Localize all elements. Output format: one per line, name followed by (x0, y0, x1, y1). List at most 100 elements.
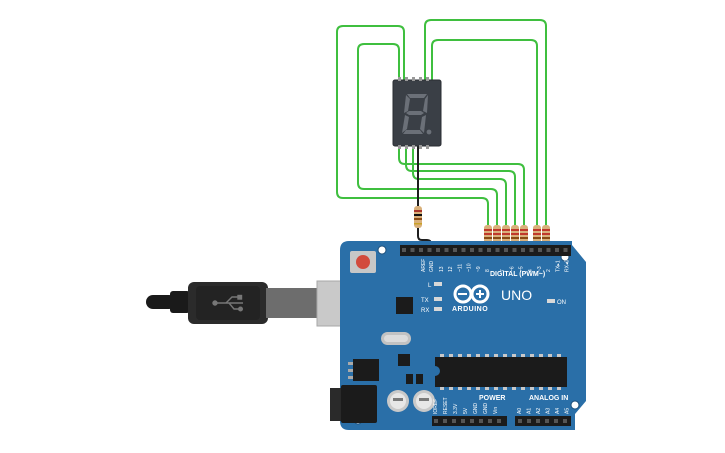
chip-pin (548, 387, 552, 390)
header-hole[interactable] (538, 248, 542, 252)
chip-pin (485, 354, 489, 357)
dc-power-jack[interactable] (330, 385, 377, 423)
digital-pin-label: 2 (546, 269, 552, 272)
model-label: UNO (501, 287, 532, 303)
wire-seg-g[interactable] (431, 39, 538, 226)
chip-pin (485, 387, 489, 390)
digital-pin-label: ~9 (476, 266, 482, 272)
analog-pin-label: A4 (555, 408, 561, 414)
digital-header-holes (402, 248, 568, 252)
chip-pin (512, 354, 516, 357)
chip-pin (539, 354, 543, 357)
seven-segment-display[interactable] (392, 77, 442, 149)
header-hole[interactable] (504, 248, 508, 252)
chip-pin (440, 387, 444, 390)
chip-pin (458, 387, 462, 390)
header-hole[interactable] (436, 248, 440, 252)
chip-pin (467, 354, 471, 357)
chip-pin (494, 354, 498, 357)
header-hole[interactable] (563, 248, 568, 252)
led-tx-label: TX (421, 298, 429, 304)
digital-pin-label: ~6 (509, 266, 515, 272)
wire-seg-e[interactable] (398, 145, 525, 226)
analog-label: ANALOG IN (529, 395, 568, 402)
power-pin-label: GND (473, 403, 479, 415)
wire-seg-a[interactable] (336, 25, 489, 226)
header-hole[interactable] (427, 248, 432, 252)
header-hole[interactable] (529, 248, 534, 252)
digital-pin-label: ~3 (537, 266, 543, 272)
led-on (547, 299, 555, 303)
display-pins-bottom (398, 145, 429, 149)
chip-pin (521, 387, 525, 390)
header-hole[interactable] (470, 419, 474, 423)
small-component (416, 374, 423, 384)
header-hole[interactable] (487, 248, 491, 252)
wire-seg-c[interactable] (412, 145, 507, 226)
header-hole[interactable] (461, 419, 465, 423)
digital-pin-label: 7 (500, 269, 506, 272)
chip-pin (458, 354, 462, 357)
power-pin-label: Vin (493, 407, 499, 414)
header-hole[interactable] (512, 248, 517, 252)
header-hole[interactable] (518, 419, 522, 423)
led-rx (434, 307, 442, 311)
header-hole[interactable] (546, 248, 551, 252)
resistor-common[interactable] (414, 206, 422, 228)
gnd-label: GND (429, 261, 435, 273)
brand-label: ARDUINO (452, 306, 488, 313)
header-hole[interactable] (452, 419, 456, 423)
chip-pin (539, 387, 543, 390)
digital-pin-label: 13 (439, 266, 445, 272)
on-label: ON (557, 300, 566, 306)
header-hole[interactable] (444, 248, 449, 252)
header-hole[interactable] (419, 248, 423, 252)
header-hole[interactable] (563, 419, 567, 423)
header-hole[interactable] (461, 248, 466, 252)
header-hole[interactable] (402, 248, 406, 252)
segment-g (406, 111, 424, 115)
header-hole[interactable] (478, 248, 483, 252)
header-hole[interactable] (410, 248, 415, 252)
chip-pin (476, 354, 480, 357)
bottom-header-holes (434, 419, 567, 423)
reset-button[interactable] (350, 251, 376, 273)
led-l (434, 282, 442, 286)
header-hole[interactable] (488, 419, 492, 423)
header-hole[interactable] (497, 419, 501, 423)
segment-f (404, 95, 410, 113)
led-rx-label: RX (421, 308, 429, 314)
capacitor (387, 390, 409, 412)
power-label: POWER (479, 395, 505, 402)
header-hole[interactable] (554, 419, 558, 423)
header-hole[interactable] (470, 248, 474, 252)
header-hole[interactable] (555, 248, 559, 252)
wire-seg-f[interactable] (424, 19, 547, 226)
header-hole[interactable] (521, 248, 525, 252)
header-hole[interactable] (434, 419, 438, 423)
chip-pin (521, 354, 525, 357)
chip-pin (476, 387, 480, 390)
wire-seg-d[interactable] (405, 145, 516, 226)
display-digit (402, 94, 432, 135)
wire-seg-b[interactable] (357, 43, 498, 226)
led-tx (434, 297, 442, 301)
header-hole[interactable] (479, 419, 483, 423)
header-hole[interactable] (536, 419, 540, 423)
header-hole[interactable] (545, 419, 549, 423)
wires (336, 19, 547, 226)
aref-label: AREF (421, 259, 427, 272)
mount-hole (377, 245, 387, 255)
header-hole[interactable] (495, 248, 500, 252)
header-hole[interactable] (443, 419, 447, 423)
digital-pin-label: ~10 (467, 263, 473, 272)
segment-a (407, 94, 427, 98)
atmega-microcontroller (435, 354, 567, 390)
header-hole[interactable] (453, 248, 457, 252)
chip-pin (440, 354, 444, 357)
header-hole[interactable] (527, 419, 531, 423)
